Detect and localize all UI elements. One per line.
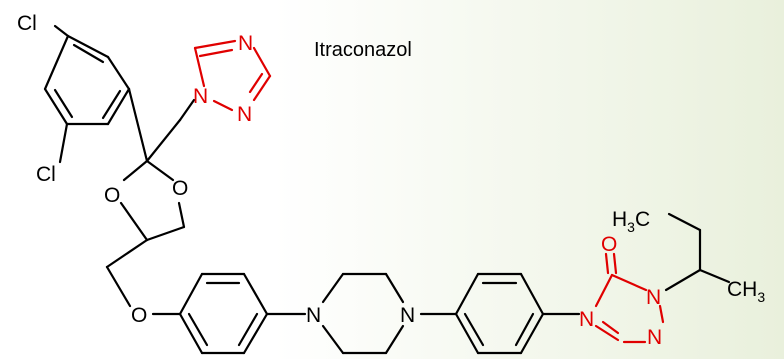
methyl-top-label: H3C bbox=[612, 208, 650, 235]
chlorine-top-label: Cl bbox=[17, 12, 37, 35]
dioxolane-o1-label: O bbox=[104, 184, 120, 207]
methyl-right-label: CH3 bbox=[727, 278, 765, 305]
triazolone-n2-label: N bbox=[647, 326, 662, 349]
phenyl-ring-1 bbox=[178, 272, 269, 355]
triazole-n1-label: N bbox=[193, 85, 208, 108]
molecule-title: Itraconazol bbox=[314, 39, 412, 61]
triazolone-n4-label: N bbox=[579, 308, 594, 331]
dioxolane-o2-label: O bbox=[172, 177, 188, 200]
ether-oxygen-label: O bbox=[131, 304, 147, 327]
chlorine-left-label: Cl bbox=[36, 163, 56, 186]
triazolone-n1-label: N bbox=[646, 286, 661, 309]
dichlorophenyl-ring bbox=[43, 34, 131, 126]
carbonyl-oxygen-label: O bbox=[601, 233, 617, 256]
triazole-ring bbox=[193, 39, 272, 112]
triazolone-ring bbox=[594, 273, 665, 344]
piperazine-n1-label: N bbox=[306, 304, 321, 327]
triazole-n2-label: N bbox=[237, 103, 252, 126]
dioxolane-ring bbox=[119, 159, 186, 242]
phenyl-ring-2 bbox=[454, 272, 545, 355]
piperazine-ring bbox=[321, 272, 405, 355]
piperazine-n2-label: N bbox=[400, 304, 415, 327]
triazole-n4-label: N bbox=[238, 32, 253, 55]
